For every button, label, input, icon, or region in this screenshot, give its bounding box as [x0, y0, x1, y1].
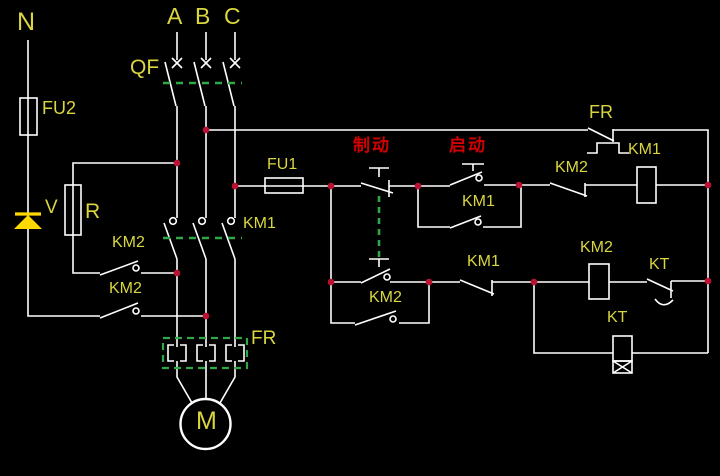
- contact-km1-interlock: [459, 279, 495, 296]
- label-phase-b: B: [195, 3, 211, 29]
- phase-b-line: [192, 32, 216, 398]
- label-motor-m: M: [196, 407, 217, 435]
- thermal-relay-fr-box: [161, 336, 249, 370]
- label-km2-latch: KM2: [369, 289, 402, 306]
- label-kt-contact: KT: [649, 256, 670, 273]
- contact-km2-braking: [99, 302, 140, 319]
- label-km2-coil: KM2: [580, 239, 613, 256]
- coil-kt: [612, 335, 633, 374]
- label-km1-coil: KM1: [628, 141, 661, 158]
- label-kt-coil: KT: [607, 309, 628, 326]
- label-fr-contact: FR: [589, 102, 613, 122]
- resistor-r: [64, 184, 82, 236]
- junction-dots: [173, 126, 712, 320]
- label-km1-latch: KM1: [462, 193, 495, 210]
- motor-m: [179, 397, 232, 451]
- label-km1-interlock: KM1: [467, 253, 500, 270]
- contact-fr-nc: [587, 127, 629, 154]
- coil-km1: [636, 166, 657, 204]
- label-stop-button: 制动: [353, 136, 391, 155]
- stop-button: [360, 167, 394, 197]
- contact-km1-latch: [417, 185, 522, 229]
- coil-km2: [588, 263, 610, 300]
- label-km2-interlock: KM2: [555, 159, 588, 176]
- fuse-fu2: [19, 97, 38, 136]
- kt-branch-line: [533, 282, 708, 354]
- label-km1-main: KM1: [243, 215, 276, 232]
- phase-c-line: [219, 32, 245, 404]
- resistor-branch: [72, 162, 177, 274]
- label-fuse-fu1: FU1: [267, 156, 298, 173]
- phase-a-line: [163, 32, 193, 404]
- label-breaker-qf: QF: [130, 56, 160, 79]
- control-row2-line: [330, 186, 708, 324]
- contact-kt-delay: [646, 278, 674, 306]
- fuse-fu1: [264, 177, 304, 194]
- label-km2-braking: KM2: [109, 280, 142, 297]
- label-diode-v: V: [45, 197, 58, 218]
- label-start-button: 启动: [449, 136, 487, 155]
- contact-km2-resistor: [99, 260, 140, 276]
- contact-km2-latch: [354, 310, 397, 326]
- neutral-line: [27, 40, 206, 317]
- label-km2-resistor: KM2: [112, 234, 145, 251]
- label-phase-c: C: [224, 3, 241, 29]
- start-button: [449, 163, 484, 186]
- label-resistor-r: R: [85, 200, 101, 223]
- label-neutral: N: [17, 8, 36, 36]
- label-fuse-fu2: FU2: [42, 98, 77, 118]
- label-phase-a: A: [167, 3, 183, 29]
- stop-button-no-contact: [360, 258, 391, 284]
- diode-v: [14, 212, 42, 229]
- label-fr-heater: FR: [251, 328, 277, 349]
- contact-km2-interlock: [549, 182, 588, 197]
